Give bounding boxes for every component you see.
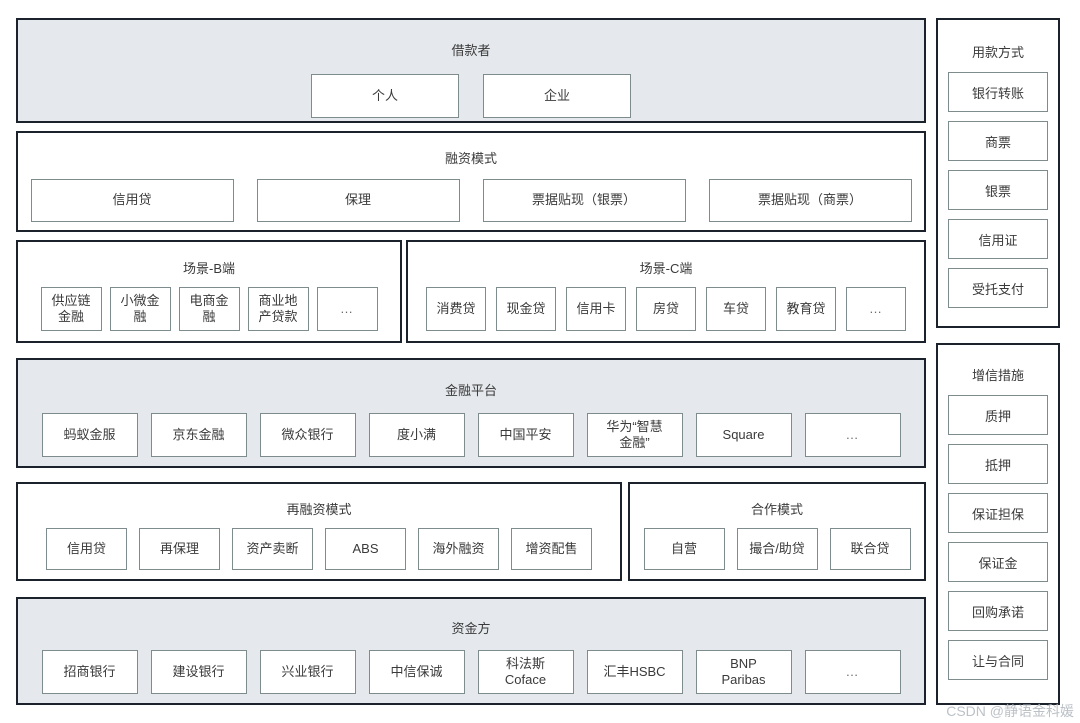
side-chip-assignment-contract[interactable]: 让与合同 xyxy=(948,640,1048,680)
group-title-borrowers: 借款者 xyxy=(451,43,491,58)
chip-row-refinancing-mode: 信用贷 再保理 资产卖断 ABS 海外融资 增资配售 xyxy=(46,528,592,570)
chip-self-operated[interactable]: 自营 xyxy=(643,528,725,570)
group-title-scenario-c: 场景-C端 xyxy=(639,261,693,276)
chip-hsbc[interactable]: 汇丰HSBC xyxy=(586,650,683,694)
chip-commercial-realestate-loan[interactable]: 商业地 产贷款 xyxy=(247,287,309,331)
chip-finance-platform-more[interactable]: … xyxy=(804,413,901,457)
chip-supply-chain-finance[interactable]: 供应链 金融 xyxy=(40,287,102,331)
side-panel-disbursement-method: 用款方式 银行转账 商票 银票 信用证 受托支付 xyxy=(936,18,1060,328)
chip-cmb[interactable]: 招商银行 xyxy=(41,650,138,694)
chip-row-financing-mode: 信用贷 保理 票据贴现（银票） 票据贴现（商票） xyxy=(30,179,912,222)
chip-education-loan[interactable]: 教育贷 xyxy=(776,287,836,331)
chip-ping-an[interactable]: 中国平安 xyxy=(477,413,574,457)
chip-row-scenario-b: 供应链 金融 小微金 融 电商金 融 商业地 产贷款 … xyxy=(40,287,378,331)
group-title-finance-platform: 金融平台 xyxy=(444,383,497,398)
chip-mortgage-loan[interactable]: 房贷 xyxy=(636,287,696,331)
side-chip-list-credit-enhancement: 质押 抵押 保证担保 保证金 回购承诺 让与合同 xyxy=(948,395,1048,680)
chip-credit-card[interactable]: 信用卡 xyxy=(566,287,626,331)
side-chip-bank-acceptance-bill[interactable]: 银票 xyxy=(948,170,1048,210)
side-chip-commercial-bill[interactable]: 商票 xyxy=(948,121,1048,161)
group-borrowers: 借款者 个人 企业 xyxy=(16,18,926,123)
chip-credit-loan[interactable]: 信用贷 xyxy=(30,179,234,222)
group-title-refinancing-mode: 再融资模式 xyxy=(286,502,352,517)
chip-row-funders: 招商银行 建设银行 兴业银行 中信保诚 科法斯 Coface 汇丰HSBC BN… xyxy=(41,650,901,694)
chip-duxiaoman[interactable]: 度小满 xyxy=(368,413,465,457)
group-title-funders: 资金方 xyxy=(451,621,491,636)
group-title-scenario-b: 场景-B端 xyxy=(182,261,235,276)
chip-bill-discount-bank[interactable]: 票据贴现（银票） xyxy=(482,179,686,222)
chip-scenario-c-more[interactable]: … xyxy=(846,287,906,331)
chip-scenario-b-more[interactable]: … xyxy=(316,287,378,331)
chip-capital-increase-placement[interactable]: 增资配售 xyxy=(511,528,592,570)
side-panel-credit-enhancement: 增信措施 质押 抵押 保证担保 保证金 回购承诺 让与合同 xyxy=(936,343,1060,705)
chip-matchmaking-assisted-loan[interactable]: 撮合/助贷 xyxy=(736,528,818,570)
chip-borrower-enterprise[interactable]: 企业 xyxy=(483,74,631,118)
group-title-financing-mode: 融资模式 xyxy=(444,151,497,166)
side-chip-security-deposit[interactable]: 保证金 xyxy=(948,542,1048,582)
side-chip-buyback-commitment[interactable]: 回购承诺 xyxy=(948,591,1048,631)
chip-jd-finance[interactable]: 京东金融 xyxy=(150,413,247,457)
chip-auto-loan[interactable]: 车贷 xyxy=(706,287,766,331)
chip-huawei-smart-finance[interactable]: 华为“智慧 金融” xyxy=(586,413,683,457)
group-refinancing-mode: 再融资模式 信用贷 再保理 资产卖断 ABS 海外融资 增资配售 xyxy=(16,482,622,581)
chip-re-factoring[interactable]: 再保理 xyxy=(139,528,220,570)
side-chip-pledge[interactable]: 质押 xyxy=(948,395,1048,435)
side-chip-guarantee[interactable]: 保证担保 xyxy=(948,493,1048,533)
chip-coface[interactable]: 科法斯 Coface xyxy=(477,650,574,694)
group-funders: 资金方 招商银行 建设银行 兴业银行 中信保诚 科法斯 Coface 汇丰HSB… xyxy=(16,597,926,705)
chip-square[interactable]: Square xyxy=(695,413,792,457)
group-scenario-c: 场景-C端 消费贷 现金贷 信用卡 房贷 车贷 教育贷 … xyxy=(406,240,926,343)
chip-row-finance-platform: 蚂蚁金服 京东金融 微众银行 度小满 中国平安 华为“智慧 金融” Square… xyxy=(41,413,901,457)
side-chip-bank-transfer[interactable]: 银行转账 xyxy=(948,72,1048,112)
group-financing-mode: 融资模式 信用贷 保理 票据贴现（银票） 票据贴现（商票） xyxy=(16,131,926,232)
chip-row-borrowers: 个人 企业 xyxy=(311,74,631,118)
chip-ant-financial[interactable]: 蚂蚁金服 xyxy=(41,413,138,457)
side-title-credit-enhancement: 增信措施 xyxy=(971,368,1024,383)
chip-abs[interactable]: ABS xyxy=(325,528,406,570)
chip-citic-prudential[interactable]: 中信保诚 xyxy=(368,650,465,694)
side-title-disbursement-method: 用款方式 xyxy=(971,45,1024,60)
chip-row-scenario-c: 消费贷 现金贷 信用卡 房贷 车贷 教育贷 … xyxy=(426,287,906,331)
side-chip-mortgage[interactable]: 抵押 xyxy=(948,444,1048,484)
chip-asset-sale[interactable]: 资产卖断 xyxy=(232,528,313,570)
chip-industrial-bank[interactable]: 兴业银行 xyxy=(259,650,356,694)
group-cooperation-mode: 合作模式 自营 撮合/助贷 联合贷 xyxy=(628,482,926,581)
chip-ccb[interactable]: 建设银行 xyxy=(150,650,247,694)
chip-joint-loan[interactable]: 联合贷 xyxy=(829,528,911,570)
chip-bnp-paribas[interactable]: BNP Paribas xyxy=(695,650,792,694)
group-finance-platform: 金融平台 蚂蚁金服 京东金融 微众银行 度小满 中国平安 华为“智慧 金融” S… xyxy=(16,358,926,468)
chip-factoring[interactable]: 保理 xyxy=(256,179,460,222)
chip-webank[interactable]: 微众银行 xyxy=(259,413,356,457)
chip-refi-credit-loan[interactable]: 信用贷 xyxy=(46,528,127,570)
side-chip-entrusted-payment[interactable]: 受托支付 xyxy=(948,268,1048,308)
chip-bill-discount-commercial[interactable]: 票据贴现（商票） xyxy=(708,179,912,222)
chip-ecommerce-finance[interactable]: 电商金 融 xyxy=(178,287,240,331)
chip-row-cooperation-mode: 自营 撮合/助贷 联合贷 xyxy=(643,528,911,570)
side-chip-letter-of-credit[interactable]: 信用证 xyxy=(948,219,1048,259)
chip-overseas-financing[interactable]: 海外融资 xyxy=(418,528,499,570)
chip-funders-more[interactable]: … xyxy=(804,650,901,694)
side-chip-list-disbursement: 银行转账 商票 银票 信用证 受托支付 xyxy=(948,72,1048,308)
chip-consumer-loan[interactable]: 消费贷 xyxy=(426,287,486,331)
chip-borrower-individual[interactable]: 个人 xyxy=(311,74,459,118)
chip-cash-loan[interactable]: 现金贷 xyxy=(496,287,556,331)
group-scenario-b: 场景-B端 供应链 金融 小微金 融 电商金 融 商业地 产贷款 … xyxy=(16,240,402,343)
chip-micro-small-finance[interactable]: 小微金 融 xyxy=(109,287,171,331)
group-title-cooperation-mode: 合作模式 xyxy=(750,502,803,517)
